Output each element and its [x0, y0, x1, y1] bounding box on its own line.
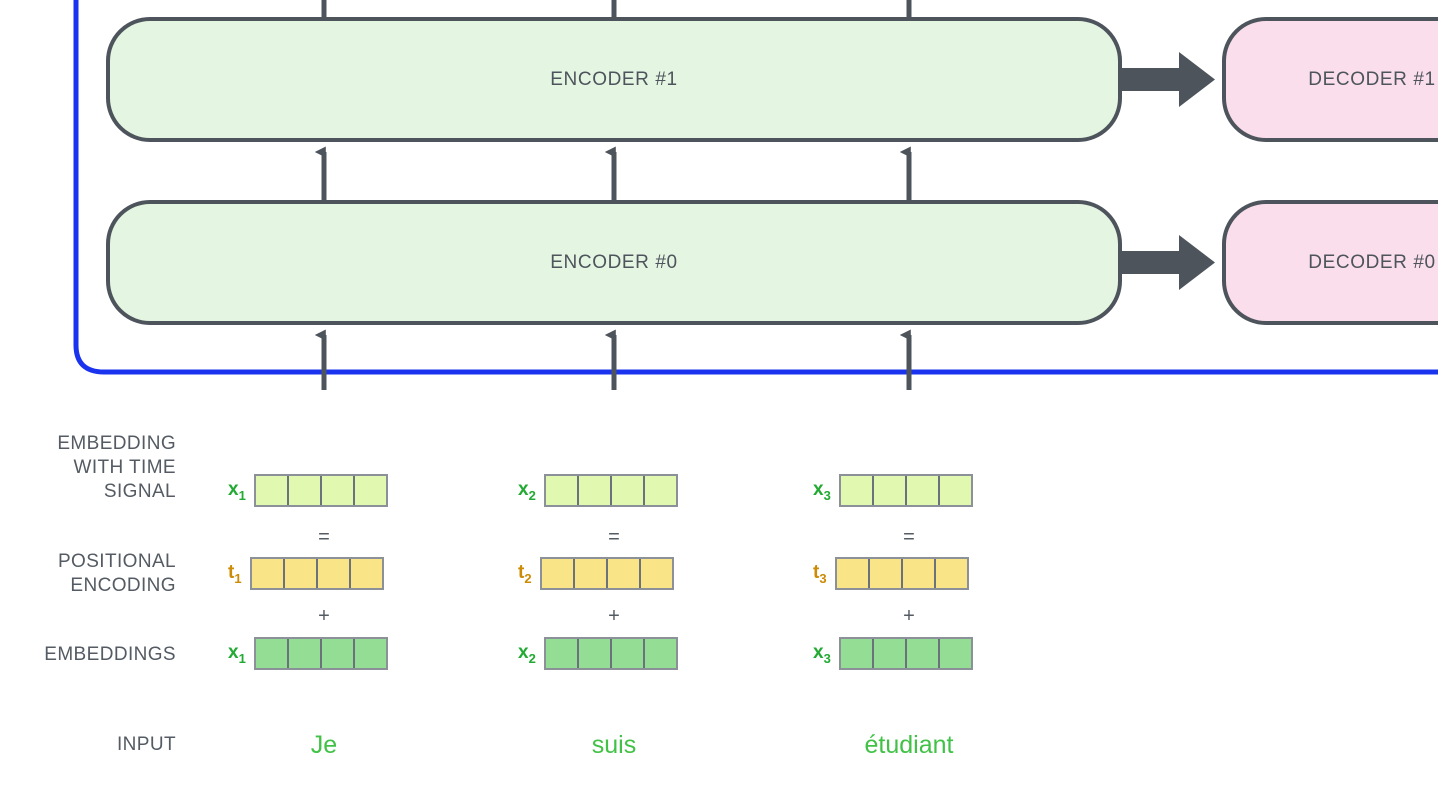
vector-cell: [836, 559, 870, 588]
vector-cell: [288, 476, 322, 505]
row-label-line: WITH TIME: [73, 457, 176, 478]
time-signal-vector-2-cells: [543, 474, 678, 507]
decoder-block-0[interactable]: DECODER #0: [1222, 200, 1438, 325]
row-label-line: SIGNAL: [103, 481, 176, 502]
vector-cell: [873, 476, 907, 505]
time-signal-vector-1-cells: [253, 474, 388, 507]
embedding-vector-2: x2: [518, 637, 678, 670]
vector-cell: [545, 639, 579, 668]
vector-cell: [317, 559, 351, 588]
vector-cell: [541, 559, 575, 588]
embedding-vector-3-tag: x3: [813, 641, 831, 666]
positional-encoding-vector-1-cells: [249, 557, 384, 590]
vector-cell: [607, 559, 641, 588]
vector-cell: [354, 639, 386, 668]
time-signal-vector-1: x1: [228, 474, 388, 507]
vector-cell: [644, 476, 676, 505]
positional-encoding-vector-3-tag: t3: [813, 561, 827, 586]
vector-cell: [640, 559, 672, 588]
decoder-block-1[interactable]: DECODER #1: [1222, 17, 1438, 142]
encoder-block-0-label: ENCODER #0: [550, 251, 678, 273]
vector-cell: [578, 476, 612, 505]
residual-connection-line: [73, 0, 1438, 375]
row-label-line: EMBEDDING: [57, 433, 176, 454]
vector-cell: [906, 639, 940, 668]
decoder-block-0-label: DECODER #0: [1308, 251, 1436, 273]
embedding-vector-2-tag: x2: [518, 641, 536, 666]
vector-cell: [611, 476, 645, 505]
time-signal-vector-2: x2: [518, 474, 678, 507]
row-label-positional-encoding: POSITIONAL ENCODING: [0, 550, 176, 598]
equals-operator-2: =: [608, 526, 620, 548]
embedding-vector-2-cells: [543, 637, 678, 670]
vector-cell: [288, 639, 322, 668]
plus-operator-3: +: [903, 605, 915, 627]
vector-cell: [902, 559, 936, 588]
plus-operator-2: +: [608, 605, 620, 627]
vector-cell: [321, 476, 355, 505]
vector-cell: [255, 476, 289, 505]
embedding-vector-1-cells: [253, 637, 388, 670]
row-label-line: POSITIONAL: [57, 551, 176, 572]
embedding-vector-1: x1: [228, 637, 388, 670]
equals-operator-1: =: [318, 526, 330, 548]
time-signal-vector-3: x3: [813, 474, 973, 507]
vector-cell: [578, 639, 612, 668]
positional-encoding-vector-2: t2: [518, 557, 674, 590]
input-token-1: Je: [310, 731, 338, 759]
vector-cell: [255, 639, 289, 668]
embedding-vector-3-cells: [838, 637, 973, 670]
encoder1-to-decoder1-arrow: [1122, 52, 1215, 107]
vector-cell: [321, 639, 355, 668]
input-token-3: étudiant: [864, 731, 954, 759]
row-label-input: INPUT: [117, 734, 176, 755]
embedding-vector-3: x3: [813, 637, 973, 670]
vector-cell: [284, 559, 318, 588]
vector-cell: [350, 559, 382, 588]
positional-encoding-vector-3: t3: [813, 557, 969, 590]
positional-encoding-vector-1-tag: t1: [228, 561, 242, 586]
row-label-embedding-with-time-signal: EMBEDDING WITH TIME SIGNAL: [0, 432, 176, 504]
input-token-2: suis: [591, 731, 637, 759]
positional-encoding-vector-1: t1: [228, 557, 384, 590]
vector-cell: [251, 559, 285, 588]
decoder-block-1-label: DECODER #1: [1308, 68, 1436, 90]
time-signal-vector-2-tag: x2: [518, 478, 536, 503]
vector-cell: [939, 476, 971, 505]
vector-cell: [354, 476, 386, 505]
encoder-block-0[interactable]: ENCODER #0: [106, 200, 1122, 325]
encoder-block-1[interactable]: ENCODER #1: [106, 17, 1122, 142]
row-label-embeddings: EMBEDDINGS: [44, 644, 176, 665]
time-signal-vector-3-cells: [838, 474, 973, 507]
vector-cell: [840, 639, 874, 668]
vector-cell: [869, 559, 903, 588]
time-signal-vector-1-tag: x1: [228, 478, 246, 503]
encoder0-to-decoder0-arrow: [1122, 235, 1215, 290]
positional-encoding-vector-2-cells: [539, 557, 674, 590]
vector-cell: [873, 639, 907, 668]
vector-cell: [840, 476, 874, 505]
plus-operator-1: +: [318, 605, 330, 627]
positional-encoding-vector-3-cells: [834, 557, 969, 590]
embedding-vector-1-tag: x1: [228, 641, 246, 666]
time-signal-vector-3-tag: x3: [813, 478, 831, 503]
vector-cell: [545, 476, 579, 505]
encoder-block-1-label: ENCODER #1: [550, 68, 678, 90]
vector-cell: [939, 639, 971, 668]
vector-cell: [644, 639, 676, 668]
vector-cell: [935, 559, 967, 588]
equals-operator-3: =: [903, 526, 915, 548]
vector-cell: [574, 559, 608, 588]
vector-cell: [611, 639, 645, 668]
positional-encoding-vector-2-tag: t2: [518, 561, 532, 586]
row-label-line: ENCODING: [70, 575, 176, 596]
vector-cell: [906, 476, 940, 505]
